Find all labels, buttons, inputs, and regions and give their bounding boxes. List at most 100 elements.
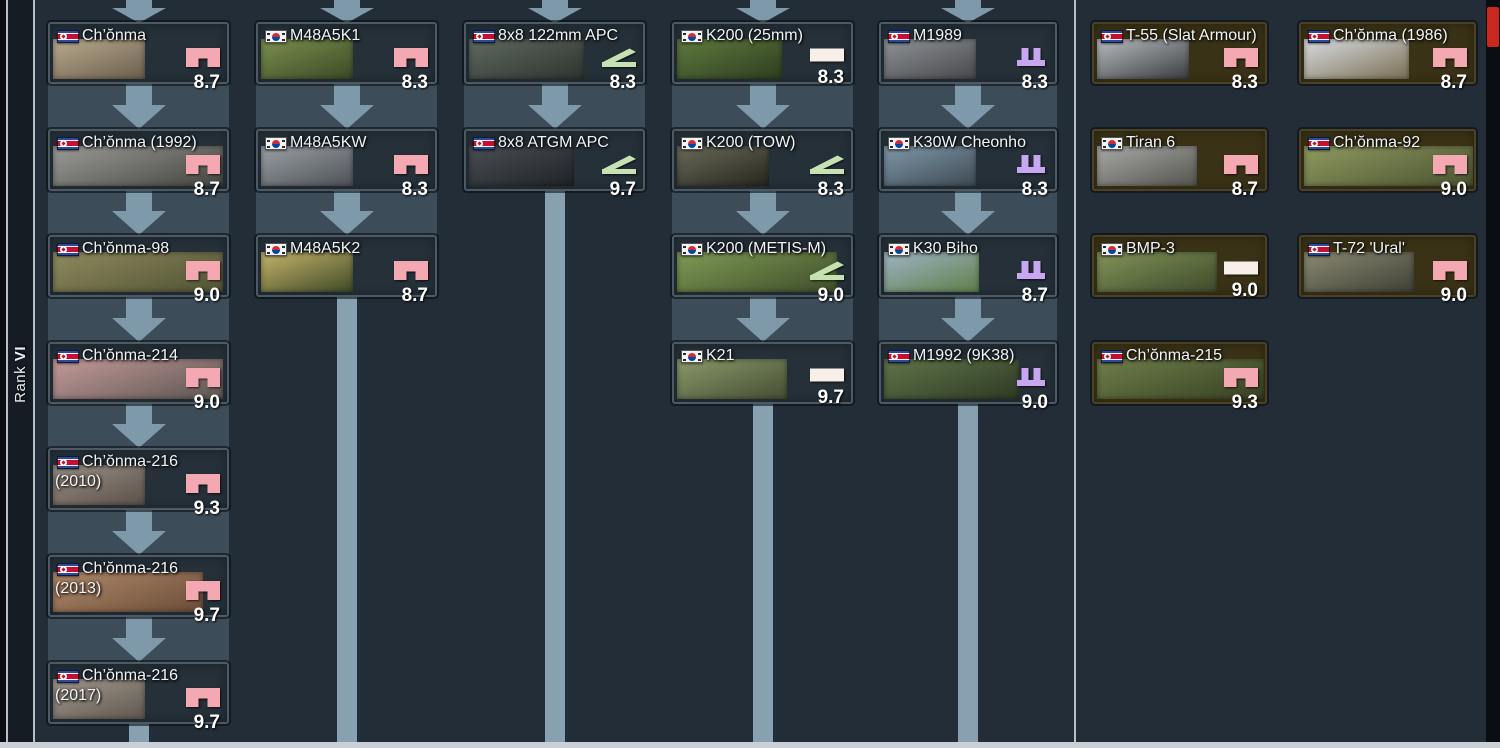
connector-shaft xyxy=(749,191,776,211)
spaa-class-icon xyxy=(1014,368,1048,392)
tank-destroyer-class-icon xyxy=(602,48,636,72)
rank-divider-right xyxy=(33,0,35,748)
connector-shaft xyxy=(541,84,568,105)
left-edge xyxy=(0,0,6,748)
flag-north-korea-icon xyxy=(57,30,79,43)
connector-shaft xyxy=(955,297,981,318)
tank-destroyer-class-icon xyxy=(602,155,636,179)
battle-rating: 8.3 xyxy=(401,72,428,93)
battle-rating: 9.0 xyxy=(1231,280,1258,301)
connector-shaft xyxy=(955,0,981,8)
vehicle-card[interactable]: T-72 'Ural'9.0 xyxy=(1299,235,1476,305)
connector-shaft xyxy=(955,191,981,211)
arrow-down-icon xyxy=(735,318,790,342)
tank-destroyer-class-icon xyxy=(810,155,844,179)
vehicle-thumbnail xyxy=(53,572,203,612)
vehicle-card[interactable]: K200 (METIS-M)9.0 xyxy=(672,235,853,305)
connector-shaft xyxy=(333,191,360,211)
vehicle-name: Ch’ŏnma (1986) xyxy=(1333,27,1448,44)
vehicle-name: M48A5K1 xyxy=(290,27,361,44)
vehicle-thumbnail xyxy=(677,359,787,399)
flag-north-korea-icon xyxy=(1101,30,1123,43)
vehicle-card[interactable]: Ch’ŏnma (1986)8.7 xyxy=(1299,22,1476,92)
vehicle-thumbnail xyxy=(261,146,353,186)
vehicle-name: Ch’ŏnma-216 (2010) xyxy=(55,453,179,490)
rank-passthrough-shaft xyxy=(752,404,773,742)
vehicle-name: Ch’ŏnma xyxy=(82,27,147,44)
rank-passthrough-shaft xyxy=(544,191,565,742)
vehicle-thumbnail xyxy=(677,252,837,292)
arrow-down-icon xyxy=(941,211,995,235)
vehicle-card[interactable]: Ch’ŏnma-216 (2017)9.7 xyxy=(48,662,229,732)
medium-tank-class-icon xyxy=(394,48,428,72)
arrow-down-icon xyxy=(319,8,374,23)
medium-tank-class-icon xyxy=(1224,155,1258,179)
medium-tank-class-icon xyxy=(1433,261,1467,285)
vehicle-meta: 9.7 xyxy=(602,155,636,199)
rank-passthrough-shaft xyxy=(128,724,149,742)
vehicle-card[interactable]: K200 (25mm)8.3 xyxy=(672,22,853,87)
medium-tank-class-icon xyxy=(186,48,220,72)
vehicle-card[interactable]: Ch’ŏnma (1992)8.7 xyxy=(48,129,229,199)
vehicle-card[interactable]: M1992 (9K38)9.0 xyxy=(879,342,1057,412)
spaa-class-icon xyxy=(1014,261,1048,285)
vehicle-meta: 9.0 xyxy=(810,261,844,305)
spaa-class-icon xyxy=(1014,48,1048,72)
rank-passthrough-shaft xyxy=(336,297,357,742)
connector-shaft xyxy=(125,404,152,424)
vehicle-name: Tiran 6 xyxy=(1126,134,1176,151)
flag-north-korea-icon xyxy=(57,137,79,150)
connector-shaft xyxy=(125,510,152,531)
tank-destroyer-class-icon xyxy=(810,261,844,285)
vehicle-name: K30W Cheonho xyxy=(913,134,1026,151)
vehicle-card[interactable]: T-55 (Slat Armour)8.3 xyxy=(1092,22,1267,92)
medium-tank-class-icon xyxy=(1224,368,1258,392)
vehicle-card[interactable]: Ch’ŏnma-216 (2010)9.3 xyxy=(48,448,229,518)
arrow-down-icon xyxy=(111,424,166,448)
medium-tank-class-icon xyxy=(186,261,220,285)
vehicle-meta: 8.3 xyxy=(602,48,636,92)
vehicle-meta: 8.3 xyxy=(394,155,428,199)
scrollbar-thumb[interactable] xyxy=(1487,7,1499,47)
vehicle-card[interactable]: M48A5K1 8.3 xyxy=(256,22,437,92)
medium-tank-class-icon xyxy=(186,474,220,498)
medium-tank-class-icon xyxy=(186,688,220,712)
scrollbar-track[interactable] xyxy=(1486,0,1500,748)
medium-tank-class-icon xyxy=(186,368,220,392)
vehicle-card[interactable]: Ch’ŏnma-216 (2013)9.7 xyxy=(48,555,229,625)
vehicle-thumbnail xyxy=(1304,39,1409,79)
vehicle-thumbnail xyxy=(884,252,979,292)
arrow-down-icon xyxy=(111,8,166,23)
flag-north-korea-icon xyxy=(1308,137,1330,150)
flag-south-korea-icon xyxy=(681,30,703,43)
connector-shaft xyxy=(333,0,360,8)
arrow-down-icon xyxy=(941,318,995,342)
spaa-class-icon xyxy=(1014,155,1048,179)
connector-shaft xyxy=(955,84,981,105)
battle-rating: 8.3 xyxy=(609,72,636,93)
vehicle-card[interactable]: K200 (TOW)8.3 xyxy=(672,129,853,199)
vehicle-thumbnail xyxy=(884,146,976,186)
vehicle-name: T-55 (Slat Armour) xyxy=(1126,27,1257,44)
vehicle-thumbnail xyxy=(53,39,145,79)
battle-rating: 9.0 xyxy=(193,285,220,306)
battle-rating: 9.0 xyxy=(817,285,844,306)
vehicle-thumbnail xyxy=(1304,252,1414,292)
battle-rating: 9.7 xyxy=(193,712,220,733)
